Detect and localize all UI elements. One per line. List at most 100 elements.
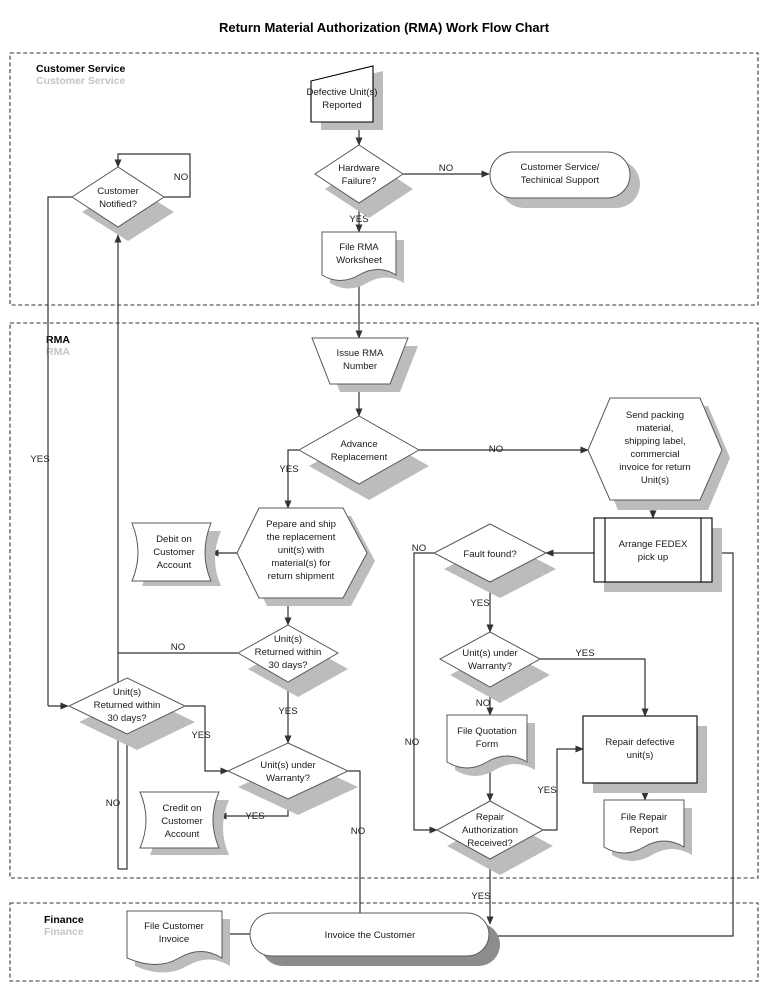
- node-label: 30 days?: [269, 660, 308, 671]
- edge-advance-yes: [284, 449, 299, 509]
- edge-label-fault-yes: YES: [470, 598, 489, 609]
- node-label: Credit on: [163, 803, 202, 814]
- node-file-rma-worksheet[interactable]: File RMA Worksheet: [321, 231, 404, 289]
- node-label: Account: [165, 829, 200, 840]
- node-label: Warranty?: [266, 773, 310, 784]
- edge-customer-notified-left-down: [47, 196, 72, 706]
- node-label: Customer: [153, 547, 195, 558]
- edge-label-units-a-yes: YES: [278, 706, 297, 717]
- node-advance-replacement[interactable]: Advance Replacement: [297, 415, 429, 500]
- edge-fault-no: [413, 552, 438, 834]
- node-units-under-warranty-right[interactable]: Unit(s) under Warranty?: [438, 631, 550, 703]
- node-label: Form: [476, 739, 498, 750]
- node-label: Number: [343, 361, 378, 372]
- lane-ghost-customer-service: Customer Service: [36, 75, 125, 87]
- lane-ghost-rma: RMA: [46, 346, 70, 358]
- node-arrange-fedex-pick-up[interactable]: Arrange FEDEX pick up: [593, 517, 722, 592]
- lane-label-finance: Finance: [44, 914, 84, 926]
- node-label: shipping label,: [624, 436, 685, 447]
- node-credit-on-customer-account[interactable]: Credit on Customer Account: [139, 791, 229, 855]
- node-label: Techinical Support: [521, 175, 600, 186]
- node-customer-notified[interactable]: Customer Notified?: [71, 166, 174, 241]
- node-label: return shipment: [268, 571, 335, 582]
- node-label: Unit(s): [274, 634, 302, 645]
- lane-finance: [9, 902, 759, 982]
- node-label: Warranty?: [468, 661, 512, 672]
- edge-fedex-to-invoice: [488, 552, 734, 940]
- edge-labels: NO YES NO NO YES NO YES YES NO YES NO YE…: [30, 163, 594, 902]
- node-send-packing-material[interactable]: Send packing material, shipping label, c…: [587, 397, 730, 510]
- node-label: File RMA: [339, 242, 379, 253]
- node-label: unit(s) with: [278, 545, 324, 556]
- edge-label-warranty-right-no: NO: [476, 698, 490, 709]
- node-label: Send packing: [626, 410, 684, 421]
- edge-label-units-a-no: NO: [171, 642, 185, 653]
- node-debit-on-customer-account[interactable]: Debit on Customer Account: [131, 522, 221, 586]
- node-label: Reported: [322, 100, 361, 111]
- node-label: invoice for return: [619, 462, 690, 473]
- page-title: Return Material Authorization (RMA) Work…: [219, 20, 550, 35]
- node-label: Returned within: [255, 647, 322, 658]
- node-units-returned-30-days-a[interactable]: Unit(s) Returned within 30 days?: [236, 624, 348, 697]
- node-label: pick up: [638, 552, 668, 563]
- node-label: Repair defective: [605, 737, 674, 748]
- node-label: Issue RMA: [337, 348, 385, 359]
- node-label: Worksheet: [336, 255, 382, 266]
- node-file-quotation-form[interactable]: File Quotation Form: [446, 714, 535, 776]
- node-label: Invoice: [159, 934, 189, 945]
- node-label: Advance: [340, 439, 377, 450]
- node-label: Customer Service/: [521, 162, 600, 173]
- edge-units-b-yes: [185, 705, 229, 775]
- node-label: material,: [637, 423, 674, 434]
- edge-label-units-b-no: NO: [106, 798, 120, 809]
- node-repair-defective-units[interactable]: Repair defective unit(s): [582, 715, 707, 793]
- node-defective-units-reported[interactable]: Defective Unit(s) Reported: [307, 65, 383, 130]
- edge-label-auth-yes-invoice: YES: [471, 891, 490, 902]
- node-label: unit(s): [627, 750, 654, 761]
- node-label: Received?: [467, 838, 512, 849]
- edge-auth-yes-to-repair: [543, 745, 584, 831]
- edge-label-repair-auth-no: NO: [405, 737, 419, 748]
- node-issue-rma-number[interactable]: Issue RMA Number: [311, 337, 418, 392]
- node-file-repair-report[interactable]: File Repair Report: [603, 799, 692, 861]
- node-label: Account: [157, 560, 192, 571]
- node-hardware-failure[interactable]: Hardware Failure?: [314, 144, 413, 218]
- node-invoice-the-customer[interactable]: Invoice the Customer: [249, 912, 500, 966]
- edge-label-auth-yes-repair: YES: [537, 785, 556, 796]
- edge-warranty-left-no: [348, 770, 364, 925]
- node-label: Returned within: [94, 700, 161, 711]
- lane-rma: [9, 322, 759, 879]
- edge-label-customer-no: NO: [174, 172, 188, 183]
- node-label: Hardware: [338, 163, 380, 174]
- edge-label-hardware-no: NO: [439, 163, 453, 174]
- edge-label-hardware-yes: YES: [349, 214, 368, 225]
- node-label: Unit(s): [113, 687, 141, 698]
- lane-customer-service: [9, 52, 759, 306]
- edge-label-advance-yes: YES: [279, 464, 298, 475]
- node-file-customer-invoice[interactable]: File Customer Invoice: [126, 910, 230, 973]
- node-label: Failure?: [342, 176, 377, 187]
- node-customer-service-technical-support[interactable]: Customer Service/ Techinical Support: [489, 151, 640, 208]
- edge-customer-notified-no: [114, 153, 191, 198]
- node-units-returned-30-days-b[interactable]: Unit(s) Returned within 30 days?: [67, 677, 195, 750]
- node-units-under-warranty-left[interactable]: Unit(s) under Warranty?: [226, 742, 358, 815]
- edge-label-left-branch-yes: YES: [30, 454, 49, 465]
- node-repair-authorization-received[interactable]: Repair Authorization Received?: [435, 800, 553, 875]
- node-label: Debit on: [156, 534, 192, 545]
- node-label: material(s) for: [271, 558, 331, 569]
- edge-label-warranty-left-yes: YES: [245, 811, 264, 822]
- edge-label-advance-no: NO: [489, 444, 503, 455]
- node-label: Pepare and ship: [266, 519, 336, 530]
- node-label: Repair: [476, 812, 505, 823]
- edge-warranty-right-yes: [540, 658, 649, 717]
- node-label: Unit(s): [641, 475, 669, 486]
- node-label: Notified?: [99, 199, 137, 210]
- lane-label-rma: RMA: [46, 334, 70, 346]
- edge-label-units-b-yes: YES: [191, 730, 210, 741]
- node-fault-found[interactable]: Fault found?: [432, 523, 556, 598]
- node-label: Replacement: [331, 452, 388, 463]
- node-label: commercial: [630, 449, 679, 460]
- node-prepare-and-ship-replacement[interactable]: Pepare and ship the replacement unit(s) …: [236, 507, 375, 606]
- node-label: Unit(s) under: [260, 760, 316, 771]
